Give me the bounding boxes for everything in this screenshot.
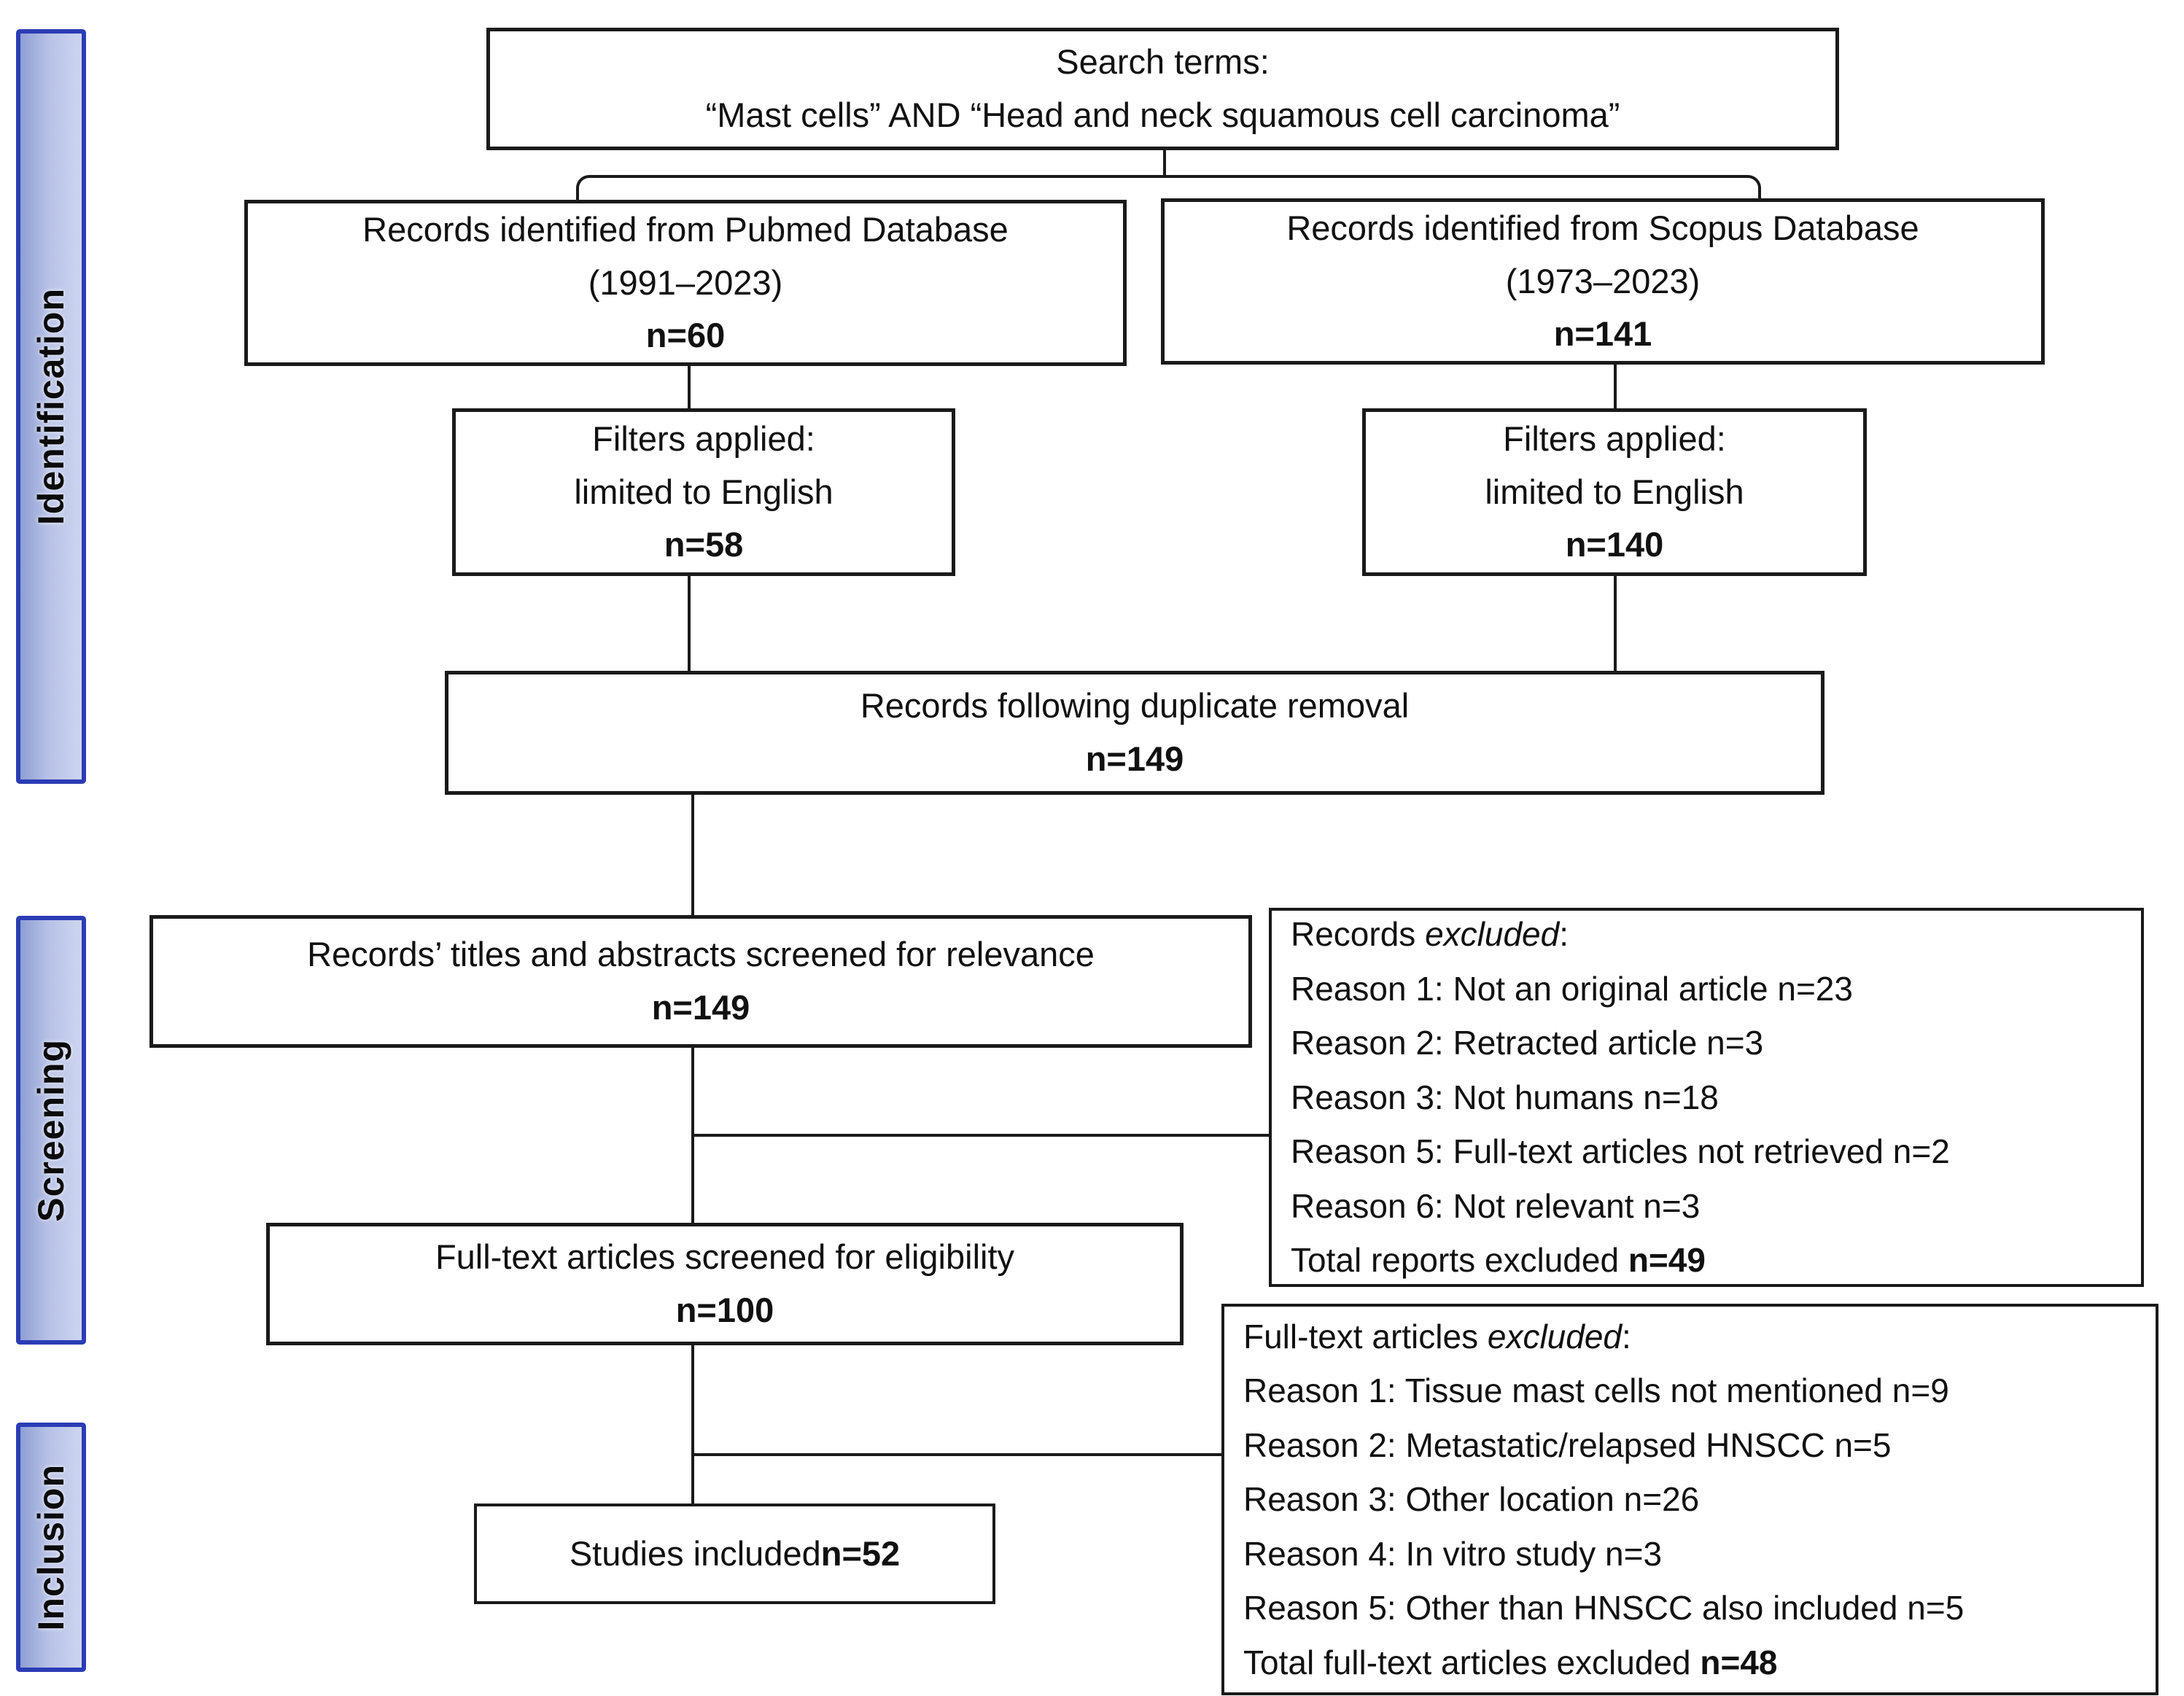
connector-duplicates-to-screening [691, 795, 694, 915]
studies-included-box: Studies included n=52 [474, 1504, 995, 1604]
connector-branch-records-excluded [691, 1134, 1269, 1137]
stage-label-inclusion: Inclusion [31, 1463, 71, 1631]
records-excluded-heading: Records excluded: [1291, 915, 1569, 954]
connector-filter-pubmed-to-duplicates [688, 576, 691, 671]
search-terms-box: Search terms: “Mast cells” AND “Head and… [486, 28, 1839, 150]
fulltext-excluded-total: Total full-text articles excluded n=48 [1243, 1643, 1778, 1681]
records-excluded-total: Total reports excluded n=49 [1291, 1241, 1706, 1280]
search-terms-title: Search terms: [1056, 42, 1270, 82]
fulltext-excluded-reason: Reason 4: In vitro study n=3 [1243, 1534, 1663, 1573]
fulltext-excluded-reason: Reason 2: Metastatic/relapsed HNSCC n=5 [1243, 1425, 1892, 1464]
records-excluded-reason: Reason 1: Not an original article n=23 [1291, 969, 1853, 1008]
fulltext-excluded-reason: Reason 1: Tissue mast cells not mentione… [1243, 1372, 1949, 1410]
connector-search-stub [1163, 150, 1166, 178]
scopus-records-years: (1973–2023) [1505, 261, 1701, 300]
connector-filter-scopus-to-duplicates [1614, 576, 1617, 671]
duplicate-removal-label: Records following duplicate removal [860, 686, 1410, 726]
connector-branch-fulltext-excluded [691, 1453, 1221, 1456]
connector-split-bracket [576, 175, 1761, 200]
stage-bar-identification: Identification [16, 29, 86, 784]
fulltext-excluded-reason: Reason 3: Other location n=26 [1243, 1480, 1700, 1519]
records-excluded-reason: Reason 5: Full-text articles not retriev… [1291, 1132, 1950, 1171]
records-excluded-reason: Reason 3: Not humans n=18 [1291, 1078, 1719, 1116]
pubmed-records-count: n=60 [645, 316, 726, 355]
duplicate-removal-box: Records following duplicate removal n=14… [445, 671, 1824, 795]
titles-screened-label: Records’ titles and abstracts screened f… [307, 935, 1095, 974]
fulltext-excluded-heading: Full-text articles excluded: [1243, 1317, 1631, 1355]
eligibility-count: n=100 [675, 1291, 774, 1329]
scopus-records-box: Records identified from Scopus Database … [1161, 198, 2045, 365]
records-excluded-reason: Reason 2: Retracted article n=3 [1291, 1024, 1764, 1062]
filter-pubmed-detail: limited to English [574, 472, 833, 511]
records-excluded-box: Records excluded: Reason 1: Not an origi… [1269, 908, 2144, 1287]
scopus-records-count: n=141 [1553, 314, 1652, 354]
filter-scopus-label: Filters applied: [1503, 419, 1726, 458]
titles-screened-box: Records’ titles and abstracts screened f… [149, 915, 1252, 1048]
connector-pubmed-to-filter [688, 366, 691, 408]
stage-bar-inclusion: Inclusion [16, 1423, 86, 1672]
stage-label-screening: Screening [31, 1038, 71, 1222]
stage-bar-screening: Screening [16, 916, 86, 1345]
pubmed-records-box: Records identified from Pubmed Database … [244, 200, 1127, 366]
fulltext-excluded-reason: Reason 5: Other than HNSCC also included… [1243, 1589, 1965, 1627]
scopus-records-label: Records identified from Scopus Database [1286, 208, 1919, 247]
filter-scopus-count: n=140 [1565, 525, 1664, 564]
titles-screened-count: n=149 [651, 988, 750, 1027]
search-terms-query: “Mast cells” AND “Head and neck squamous… [705, 96, 1620, 134]
connector-eligibility-to-included [691, 1345, 694, 1505]
filter-pubmed-count: n=58 [664, 525, 744, 564]
fulltext-excluded-box: Full-text articles excluded: Reason 1: T… [1221, 1304, 2158, 1695]
filter-scopus-detail: limited to English [1485, 472, 1744, 511]
records-excluded-reason: Reason 6: Not relevant n=3 [1291, 1186, 1701, 1225]
pubmed-records-label: Records identified from Pubmed Database [362, 209, 1009, 249]
duplicate-removal-count: n=149 [1085, 739, 1184, 778]
connector-scopus-to-filter [1614, 365, 1617, 408]
studies-included-label: Studies included [569, 1533, 821, 1573]
stage-label-identification: Identification [31, 287, 71, 526]
filter-pubmed-label: Filters applied: [592, 419, 815, 458]
eligibility-box: Full-text articles screened for eligibil… [266, 1223, 1184, 1345]
pubmed-records-years: (1991–2023) [588, 262, 783, 302]
filter-scopus-box: Filters applied: limited to English n=14… [1362, 408, 1867, 576]
studies-included-count: n=52 [820, 1533, 901, 1573]
eligibility-label: Full-text articles screened for eligibil… [435, 1237, 1015, 1277]
filter-pubmed-box: Filters applied: limited to English n=58 [452, 408, 955, 576]
